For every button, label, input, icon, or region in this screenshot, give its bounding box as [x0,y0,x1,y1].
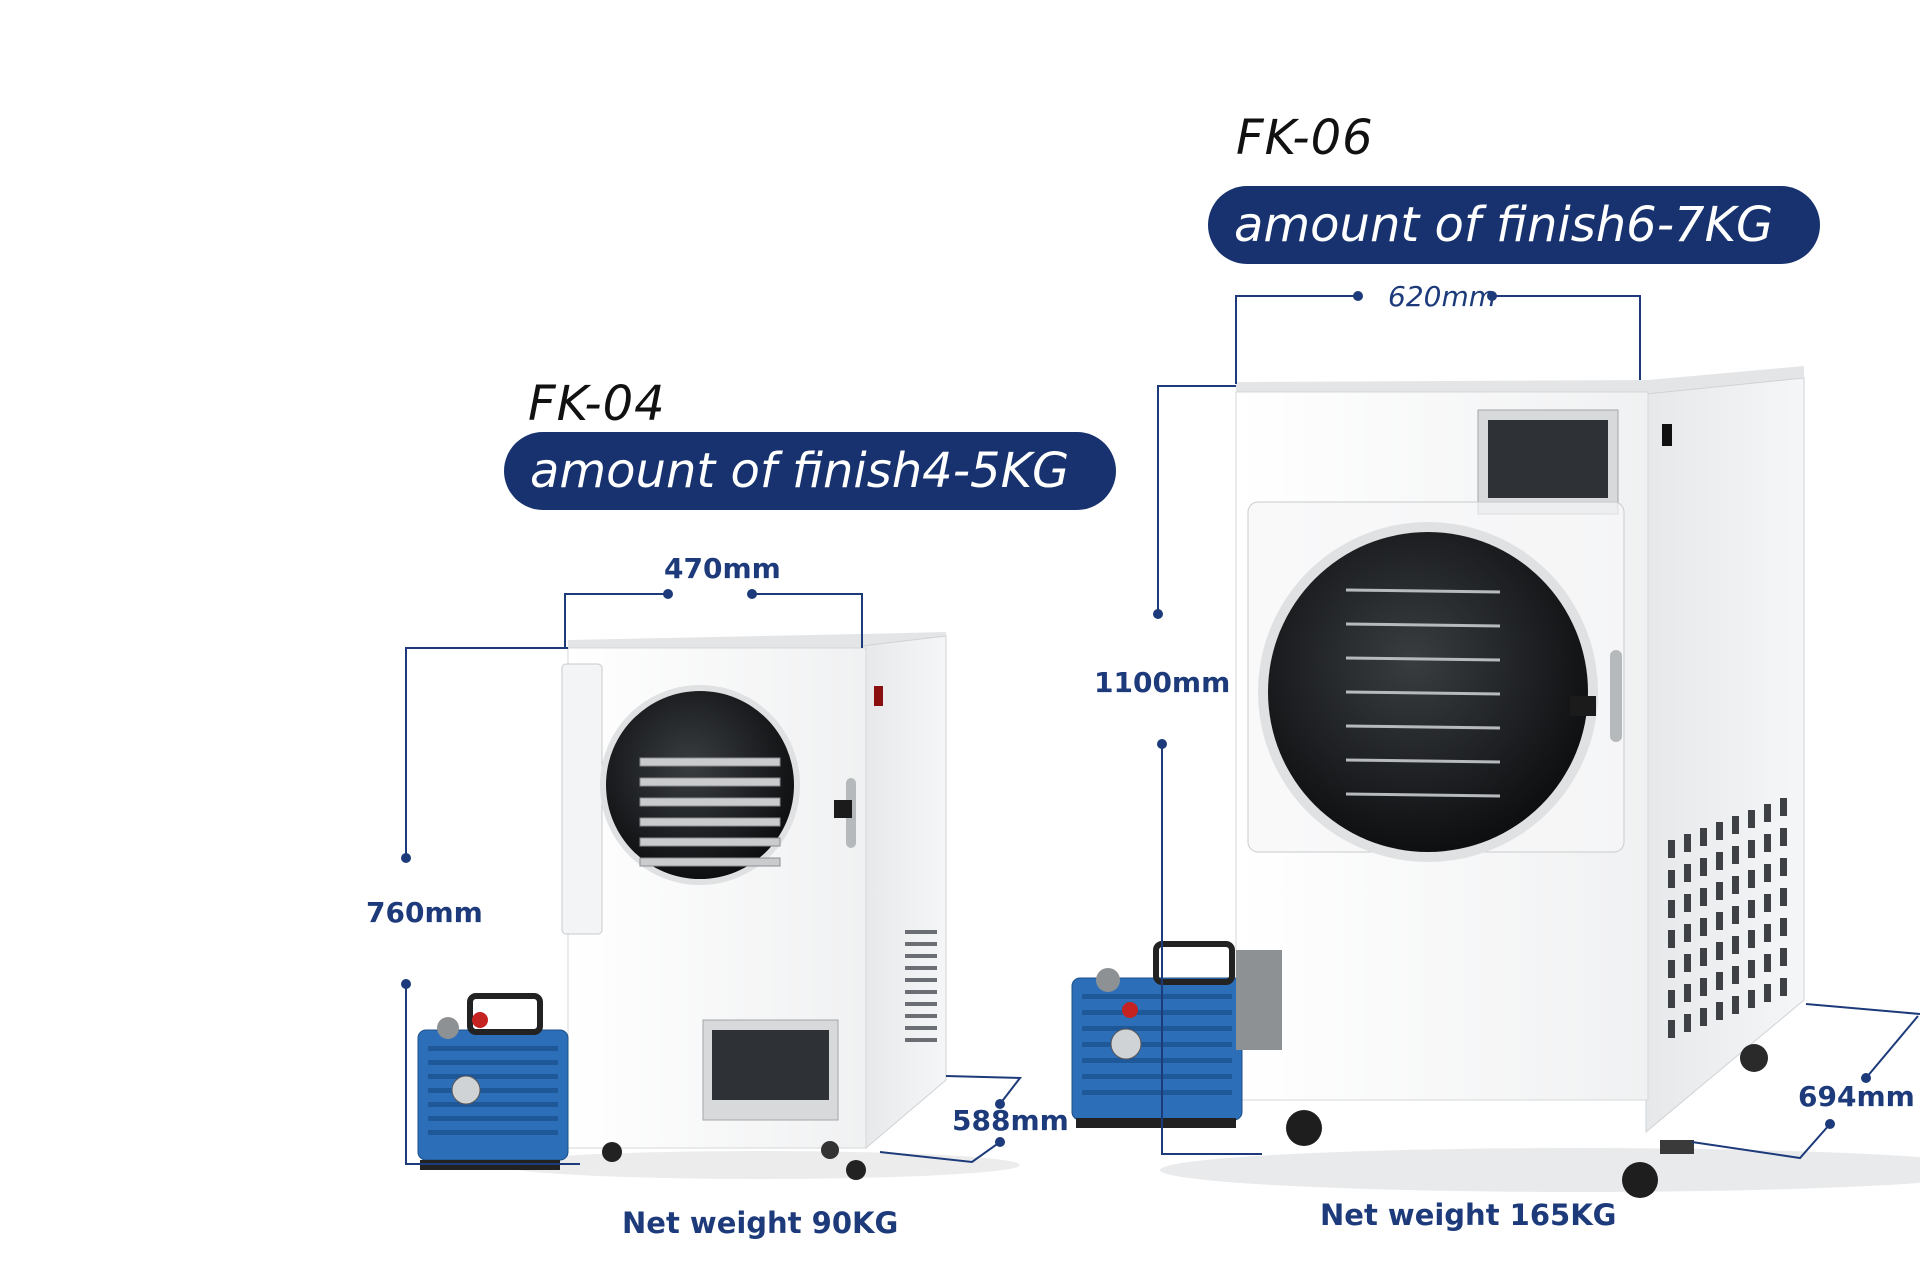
fk04-machine [561,632,947,1180]
fk06-capacity-badge: amount of finish6-7KG [1208,186,1820,264]
fk04-height-label: 760mm [366,896,483,929]
fk06-vacuum-pump [1071,941,1282,1128]
fk06-model-title: FK-06 [1236,110,1374,166]
fk06-height-label: 1100mm [1094,666,1231,699]
fk04-depth-label: 588mm [952,1104,1069,1137]
fk04-net-weight: Net weight 90KG [622,1206,899,1240]
fk04-capacity-badge: amount of finish4-5KG [504,432,1116,510]
fk06-machine [1235,366,1805,1198]
fk04-width-label: 470mm [664,552,781,585]
fk06-depth-label: 694mm [1798,1080,1915,1113]
floor-shadow [500,1151,1020,1179]
fk04-vacuum-pump [417,993,569,1170]
fk06-side-vents [1668,798,1787,1038]
fk04-model-title: FK-04 [528,376,666,432]
fk06-net-weight: Net weight 165KG [1320,1198,1617,1232]
fk06-width-label: 620mm [1388,280,1496,313]
floor-shadow [1160,1148,1920,1192]
